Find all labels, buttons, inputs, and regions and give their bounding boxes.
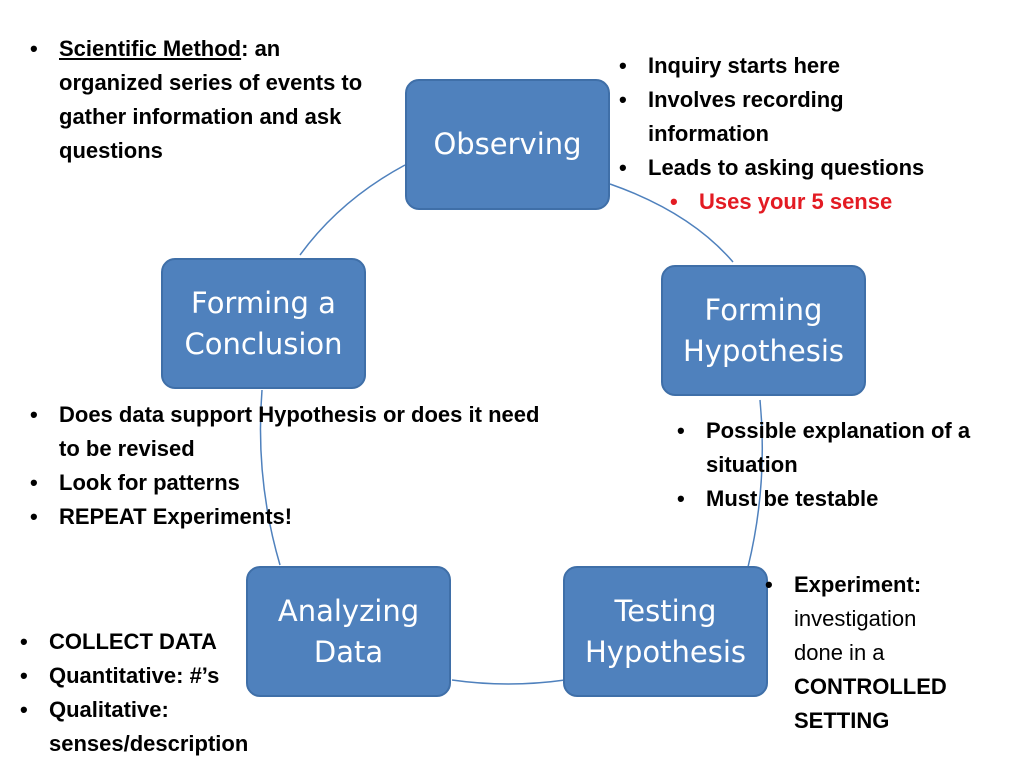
connector-testing-to-analyzing bbox=[451, 679, 566, 685]
note-item: Quantitative: #’s bbox=[14, 659, 294, 693]
note-item: COLLECT DATA bbox=[14, 625, 294, 659]
connector-conclusion-to-observing bbox=[299, 164, 406, 256]
note-item: Involves recording information bbox=[613, 83, 958, 151]
node-testing-hypothesis: Testing Hypothesis bbox=[563, 566, 768, 697]
note-item: Scientific Method: an organized series o… bbox=[24, 32, 369, 168]
note-item: Does data support Hypothesis or does it … bbox=[24, 398, 544, 466]
definition-experiment: investigation done in a bbox=[794, 606, 917, 665]
note-scientific-method: Scientific Method: an organized series o… bbox=[24, 32, 369, 168]
note-item: REPEAT Experiments! bbox=[24, 500, 544, 534]
note-item: Experiment: investigation done in a CONTRO… bbox=[759, 568, 969, 738]
term-scientific-method: Scientific Method bbox=[59, 36, 242, 61]
note-item: Look for patterns bbox=[24, 466, 544, 500]
node-forming-conclusion: Forming a Conclusion bbox=[161, 258, 366, 389]
note-item: Possible explanation of a situation bbox=[671, 414, 1011, 482]
note-item: Must be testable bbox=[671, 482, 1011, 516]
note-item: Qualitative: senses/description bbox=[14, 693, 294, 761]
note-analyzing-data: COLLECT DATA Quantitative: #’s Qualitati… bbox=[14, 625, 294, 761]
note-forming-hypothesis: Possible explanation of a situation Must… bbox=[671, 414, 1011, 516]
note-forming-conclusion: Does data support Hypothesis or does it … bbox=[24, 398, 544, 534]
note-item: Leads to asking questions bbox=[613, 151, 958, 185]
definition-scientific-method: : an organized series of events to gathe… bbox=[59, 36, 363, 163]
node-observing: Observing bbox=[405, 79, 610, 210]
note-testing-hypothesis: Experiment: investigation done in a CONTRO… bbox=[759, 568, 969, 738]
node-forming-hypothesis: Forming Hypothesis bbox=[661, 265, 866, 396]
definition-experiment-setting: CONTROLLED SETTING bbox=[794, 674, 947, 733]
note-item-highlight: Uses your 5 sense bbox=[664, 185, 958, 219]
note-observing: Inquiry starts here Involves recording i… bbox=[613, 49, 958, 219]
note-item: Inquiry starts here bbox=[613, 49, 958, 83]
term-experiment: Experiment: bbox=[794, 572, 922, 597]
